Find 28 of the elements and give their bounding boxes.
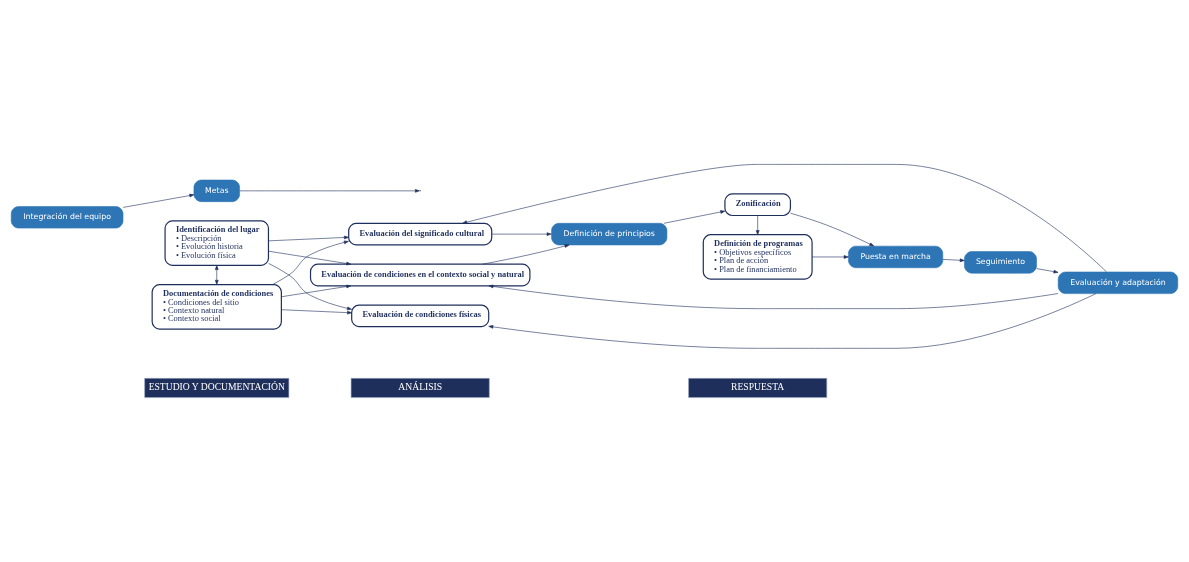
node-box: ANÁLISIS — [350, 378, 490, 398]
arrow — [268, 235, 349, 242]
node-box: Identificación del lugar • Descripción • Evolución historia • Evolución física — [164, 220, 270, 266]
arrow — [482, 244, 570, 265]
node-box: ESTUDIO Y DOCUMENTACIÓN — [144, 378, 290, 398]
arrow — [488, 284, 1059, 309]
arrow — [281, 284, 352, 298]
arrow — [272, 240, 349, 285]
arrow — [811, 255, 849, 259]
arrow — [790, 212, 875, 247]
arrow — [488, 293, 1097, 349]
arrow — [491, 232, 552, 236]
arrow — [268, 263, 352, 311]
arrow — [755, 215, 760, 235]
arrow — [215, 265, 219, 285]
node-box: Documentación de condiciones • Condiciones del sitio • Contexto natural • Contexto social — [151, 284, 282, 330]
arrow — [1036, 268, 1059, 274]
node-box: Evaluación de condiciones físicas — [351, 304, 490, 328]
arrow — [122, 193, 195, 208]
node-box: Zonificación — [724, 193, 792, 217]
arrow — [281, 309, 352, 315]
arrow — [462, 164, 1107, 273]
arrow — [942, 258, 965, 263]
arrow — [239, 189, 420, 193]
arrow — [268, 250, 352, 266]
arrow — [663, 210, 726, 224]
node-box: Definición de programas • Objetivos específicos • Plan de acción • Plan de financiamiento — [702, 234, 813, 280]
node-box: RESPUESTA — [688, 378, 828, 398]
